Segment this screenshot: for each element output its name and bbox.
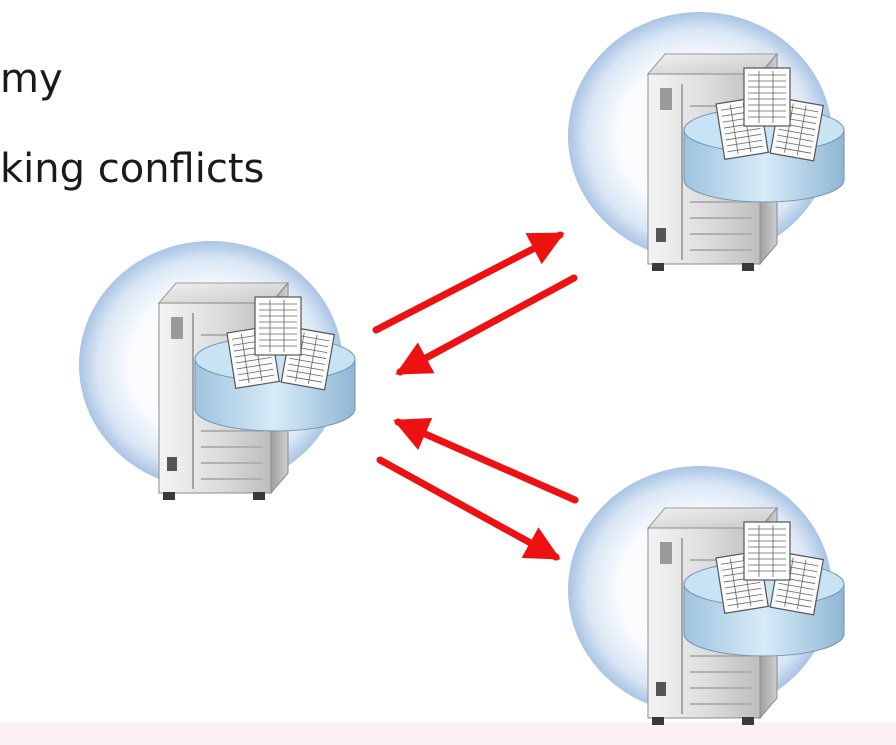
footer-band — [0, 722, 896, 745]
arrow-bottom-right-to-left — [393, 417, 579, 504]
arrow-top-right-to-left — [395, 274, 578, 376]
bullet-text-line-1: my — [0, 56, 63, 102]
bullet-text-line-2: king conflicts — [0, 146, 265, 192]
server-top-right-database-icon — [567, 11, 845, 272]
arrow-left-to-top-right — [372, 231, 565, 334]
arrow-left-to-bottom-right — [376, 456, 561, 561]
server-bottom-right-database-icon — [567, 465, 845, 726]
server-left-database-icon — [78, 240, 356, 501]
